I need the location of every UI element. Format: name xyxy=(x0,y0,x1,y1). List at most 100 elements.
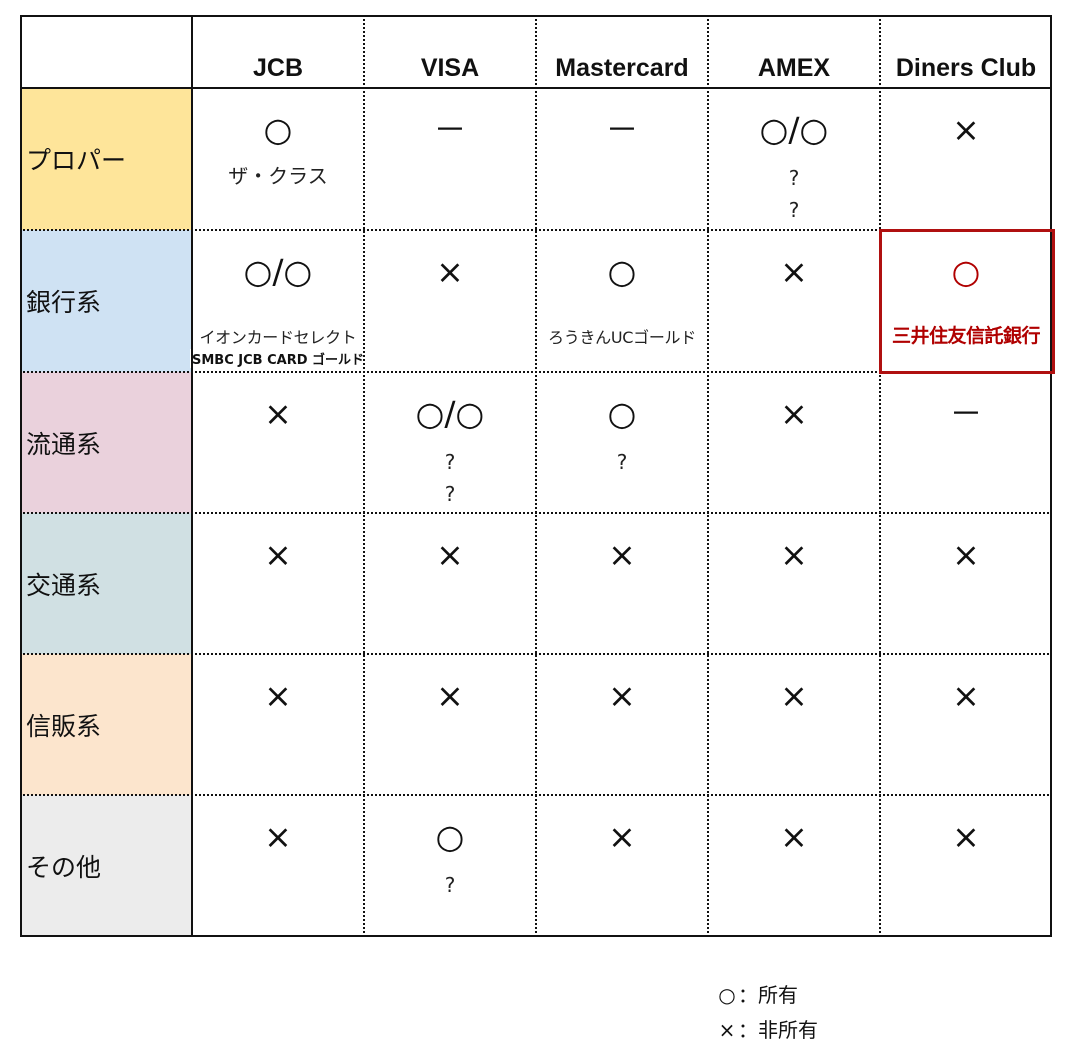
table-cell: × xyxy=(192,795,364,937)
table-cell: × xyxy=(708,513,880,654)
grid-line xyxy=(20,15,22,937)
card-brand-table: JCB VISA Mastercard AMEX Diners Club プロパ… xyxy=(20,15,1055,937)
legend-text: ：非所有 xyxy=(738,1018,818,1042)
table-cell: × xyxy=(708,654,880,795)
table-cell: × xyxy=(880,513,1052,654)
table-cell: × xyxy=(192,654,364,795)
not-owned-mark: × xyxy=(952,535,980,574)
card-note: ろうきんUCゴールド xyxy=(548,328,696,347)
highlight-frame xyxy=(879,229,1055,374)
card-note: ? xyxy=(616,450,628,474)
grid-line xyxy=(191,15,193,937)
not-owned-mark: × xyxy=(264,676,292,715)
row-label-transport: 交通系 xyxy=(20,513,192,654)
column-header-mastercard: Mastercard xyxy=(555,54,689,82)
not-owned-mark: × xyxy=(952,676,980,715)
grid-line xyxy=(20,371,1052,373)
column-header-diners-club: Diners Club xyxy=(895,54,1037,82)
owned-pair-mark: ○/○ xyxy=(759,110,829,149)
owned-mark: ○ xyxy=(435,817,465,856)
table-cell: × xyxy=(708,795,880,937)
grid-line xyxy=(20,15,1052,17)
not-owned-mark: × xyxy=(780,394,808,433)
row-label-credit-sales: 信販系 xyxy=(20,654,192,795)
not-owned-mark: × xyxy=(780,535,808,574)
table-cell: ○/○ イオンカードセレクト xyxy=(192,230,364,372)
not-applicable-mark: － xyxy=(605,110,639,149)
table-cell: × xyxy=(880,88,1052,230)
not-owned-mark: × xyxy=(952,817,980,856)
not-owned-mark: × xyxy=(780,817,808,856)
row-label-proper: プロパー xyxy=(20,88,192,230)
table-cell: ○ ? xyxy=(536,372,708,513)
legend: ○：所有 ×：非所有 xyxy=(716,978,818,1048)
card-note: ? xyxy=(788,166,800,190)
owned-pair-mark: ○/○ xyxy=(415,394,485,433)
legend-item-owned: ○：所有 xyxy=(716,978,818,1013)
not-owned-mark: × xyxy=(436,676,464,715)
grid-line xyxy=(879,15,881,937)
card-note: ? xyxy=(444,482,456,506)
not-owned-mark: × xyxy=(264,817,292,856)
table-cell: ○ 三井住友信託銀行 xyxy=(880,230,1052,372)
not-owned-mark: × xyxy=(264,535,292,574)
table-cell: － xyxy=(880,372,1052,513)
table-cell: ○ ? xyxy=(364,795,536,937)
not-owned-mark: × xyxy=(436,535,464,574)
table-corner-cell xyxy=(20,15,192,88)
owned-legend-symbol: ○ xyxy=(718,983,736,1007)
table-cell: × xyxy=(536,795,708,937)
table-cell: × xyxy=(880,795,1052,937)
owned-mark: ○ xyxy=(607,394,637,433)
table-cell: － xyxy=(536,88,708,230)
table-cell: × xyxy=(364,654,536,795)
grid-line xyxy=(20,512,1052,514)
not-owned-mark: × xyxy=(436,252,464,291)
not-applicable-mark: － xyxy=(433,110,467,149)
column-header-jcb: JCB xyxy=(252,54,303,82)
legend-item-not-owned: ×：非所有 xyxy=(716,1013,818,1048)
table-cell: × xyxy=(192,372,364,513)
table-cell: × xyxy=(192,513,364,654)
grid-line xyxy=(20,653,1052,655)
row-label-retail: 流通系 xyxy=(20,372,192,513)
grid-line xyxy=(1050,15,1052,937)
table-cell: × xyxy=(708,372,880,513)
table-cell: × xyxy=(364,230,536,372)
owned-mark: ○ xyxy=(607,252,637,291)
owned-pair-mark: ○/○ xyxy=(243,252,313,291)
not-owned-mark: × xyxy=(264,394,292,433)
not-owned-mark: × xyxy=(608,817,636,856)
column-header-visa: VISA xyxy=(420,54,480,82)
card-note: イオンカードセレクト xyxy=(199,328,357,347)
card-note: ? xyxy=(788,198,800,222)
grid-line xyxy=(20,229,1052,231)
table-cell: × xyxy=(364,513,536,654)
not-owned-mark: × xyxy=(780,676,808,715)
table-cell: ○/○ ? ? xyxy=(708,88,880,230)
owned-mark: ○ xyxy=(951,252,981,291)
table-cell: － xyxy=(364,88,536,230)
table-cell: × xyxy=(536,513,708,654)
grid-line xyxy=(20,87,1052,89)
row-label-bank: 銀行系 xyxy=(20,230,192,372)
table-cell: ○ ろうきんUCゴールド xyxy=(536,230,708,372)
card-note: ザ・クラス xyxy=(228,164,328,188)
row-label-other: その他 xyxy=(20,795,192,937)
grid-line xyxy=(20,794,1052,796)
card-note-overflow: SMBC JCB CARD ゴールド xyxy=(190,349,367,368)
table-cell: × xyxy=(880,654,1052,795)
not-applicable-mark: － xyxy=(949,394,983,433)
table-cell: ○ ザ・クラス xyxy=(192,88,364,230)
not-owned-mark: × xyxy=(608,535,636,574)
column-header-amex: AMEX xyxy=(757,54,831,82)
grid-line xyxy=(707,15,709,937)
grid-line xyxy=(363,15,365,937)
table-cell: ○/○ ? ? xyxy=(364,372,536,513)
owned-mark: ○ xyxy=(263,110,293,149)
not-owned-mark: × xyxy=(608,676,636,715)
card-note: 三井住友信託銀行 xyxy=(891,325,1041,347)
card-note: ? xyxy=(444,873,456,897)
not-owned-mark: × xyxy=(952,110,980,149)
not-owned-legend-symbol: × xyxy=(718,1018,736,1042)
